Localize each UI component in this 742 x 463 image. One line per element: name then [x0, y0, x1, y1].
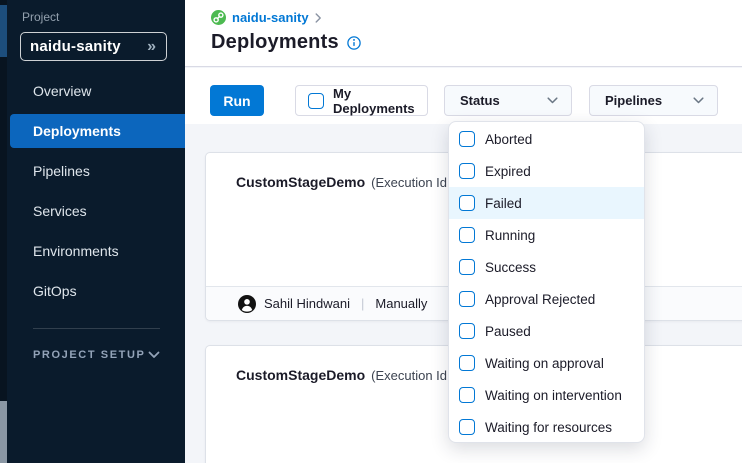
- chevron-right-icon: [315, 12, 322, 23]
- status-option-waiting-on-intervention[interactable]: Waiting on intervention: [449, 379, 644, 411]
- status-option-waiting-on-approval[interactable]: Waiting on approval: [449, 347, 644, 379]
- my-deployments-checkbox[interactable]: [308, 92, 324, 109]
- module-rail-active-segment: [0, 5, 7, 57]
- checkbox[interactable]: [459, 355, 475, 371]
- checkbox[interactable]: [459, 419, 475, 435]
- project-label: Project: [22, 10, 60, 24]
- status-filter-dropdown[interactable]: Status: [444, 85, 572, 116]
- trigger-type: Manually: [375, 296, 428, 311]
- page-header: naidu-sanity Deployments: [185, 0, 742, 67]
- status-option-failed[interactable]: Failed: [449, 187, 644, 219]
- breadcrumb: naidu-sanity: [211, 10, 322, 25]
- status-option-expired[interactable]: Expired: [449, 155, 644, 187]
- project-setup-toggle[interactable]: PROJECT SETUP: [33, 349, 160, 361]
- sidebar-item-deployments[interactable]: Deployments: [10, 114, 185, 148]
- chevron-down-icon: [693, 97, 704, 104]
- my-deployments-label: My Deployments: [333, 85, 415, 116]
- checkbox[interactable]: [459, 259, 475, 275]
- footer-separator: |: [361, 296, 365, 311]
- checkbox[interactable]: [459, 323, 475, 339]
- execution-id-text: (Execution Id: [371, 368, 448, 383]
- chevron-down-icon: [148, 351, 160, 359]
- status-option-running[interactable]: Running: [449, 219, 644, 251]
- toolbar: Run My Deployments Status Pipelines: [185, 68, 742, 124]
- info-icon[interactable]: [347, 35, 361, 50]
- breadcrumb-project-link[interactable]: naidu-sanity: [232, 10, 309, 25]
- status-option-waiting-for-resources[interactable]: Waiting for resources: [449, 411, 644, 443]
- module-rail: [0, 0, 7, 463]
- chevron-down-icon: [547, 97, 558, 104]
- sidebar-item-services[interactable]: Services: [33, 203, 87, 219]
- project-sidebar: Project naidu-sanity » Overview Deployme…: [0, 0, 185, 463]
- run-button[interactable]: Run: [210, 85, 264, 116]
- project-setup-label: PROJECT SETUP: [33, 349, 146, 361]
- status-filter-menu: Aborted Expired Failed Running Success A…: [448, 121, 645, 443]
- sidebar-item-overview[interactable]: Overview: [33, 83, 92, 99]
- pipelines-filter-dropdown[interactable]: Pipelines: [589, 85, 718, 116]
- execution-id-text: (Execution Id: [371, 175, 448, 190]
- checkbox[interactable]: [459, 227, 475, 243]
- cd-module-icon: [211, 10, 226, 25]
- pipeline-name[interactable]: CustomStageDemo: [236, 174, 366, 190]
- sidebar-item-environments[interactable]: Environments: [33, 243, 119, 259]
- pipelines-filter-label: Pipelines: [605, 93, 663, 108]
- checkbox[interactable]: [459, 195, 475, 211]
- status-option-paused[interactable]: Paused: [449, 315, 644, 347]
- project-selector[interactable]: naidu-sanity »: [20, 32, 167, 61]
- status-filter-label: Status: [460, 93, 500, 108]
- checkbox[interactable]: [459, 131, 475, 147]
- checkbox[interactable]: [459, 163, 475, 179]
- my-deployments-toggle[interactable]: My Deployments: [295, 85, 428, 116]
- sidebar-divider: [33, 328, 160, 329]
- checkbox[interactable]: [459, 291, 475, 307]
- module-rail-scrollbar[interactable]: [0, 401, 7, 463]
- status-option-approval-rejected[interactable]: Approval Rejected: [449, 283, 644, 315]
- sidebar-item-gitops[interactable]: GitOps: [33, 283, 77, 299]
- user-avatar-icon: [238, 294, 256, 313]
- status-option-aborted[interactable]: Aborted: [449, 123, 644, 155]
- sidebar-item-pipelines[interactable]: Pipelines: [33, 163, 90, 179]
- checkbox[interactable]: [459, 387, 475, 403]
- project-name: naidu-sanity: [30, 38, 121, 55]
- triggered-by-user: Sahil Hindwani: [264, 296, 350, 311]
- double-chevron-icon: »: [147, 37, 156, 55]
- pipeline-name[interactable]: CustomStageDemo: [236, 367, 366, 383]
- sidebar-nav: Overview Deployments Pipelines Services …: [0, 71, 185, 311]
- status-option-success[interactable]: Success: [449, 251, 644, 283]
- page-title: Deployments: [211, 31, 339, 53]
